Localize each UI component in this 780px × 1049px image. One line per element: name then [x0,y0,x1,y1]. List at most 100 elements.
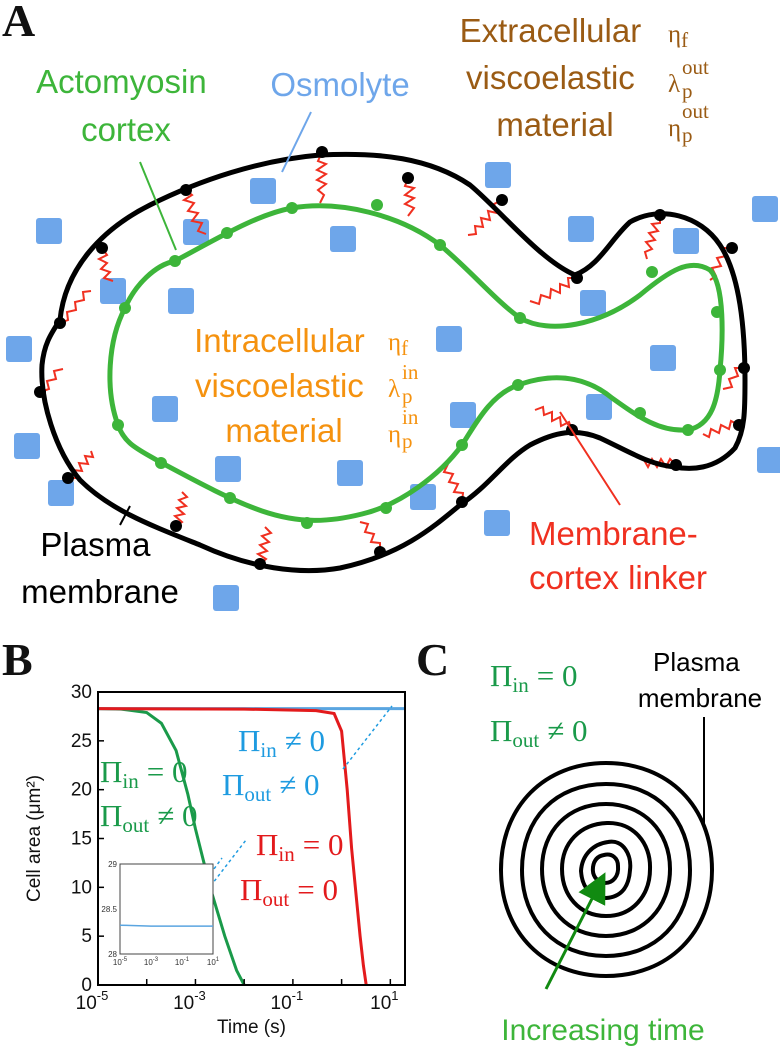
panel-c: C Πin= 0 Πout≠ 0 Plasma membrane Increas… [416,634,762,1047]
b-green-pi-out: Πout≠ 0 [100,798,198,837]
membrane-dot [170,520,182,532]
inset-frame [119,863,214,955]
y-tick-label: 25 [71,731,92,752]
extra-eta-p: ηpout [668,99,709,147]
y-tick-label: 10 [71,877,92,898]
inset-x-tick-label: 10-5 [113,957,128,967]
intracellular-label-line1: Intracellular [194,322,365,359]
membrane-dot [180,184,192,196]
c-plasma-membrane-label: Plasma membrane [638,647,762,713]
c-pi-out-eq: Πout≠ 0 [490,713,588,752]
osmolyte-square [168,288,194,314]
membrane-ring [590,852,621,886]
inset-x-tick-label: 10-1 [175,957,190,967]
extra-eta-f-sub: f [681,28,688,52]
y-tick-label: 5 [81,926,92,947]
linker-label-line2: cortex linker [529,559,707,596]
b-green-pi-out-sub: out [122,813,149,837]
osmolyte-square [48,480,74,506]
linker-spring [467,199,503,236]
x-tick-label: 101 [370,988,398,1014]
actomyosin-label-line2: cortex [81,111,171,148]
c-pi-in-sub: in [512,673,529,697]
osmolyte-square [152,396,178,422]
b-red-pi-out-sub: out [262,887,289,911]
membrane-dot [34,386,46,398]
extracellular-parameters: η f λpout ηpout [668,21,709,147]
extra-lambda-sub: p [682,79,693,103]
intracellular-label-line3: material [225,412,342,449]
concentric-membranes [498,760,715,979]
increasing-time-label: Increasing time [501,1014,704,1047]
x-tick-label: 10-3 [173,988,206,1014]
osmolyte-square [14,433,40,459]
inset-x-tick-exponent: 1 [216,957,220,963]
b-red-pi-in-sub: in [278,842,295,866]
series-line-0 [97,707,246,986]
intracellular-parameters: ηf λpin ηpin [388,329,419,453]
cortex-dot [646,266,658,278]
actomyosin-label-line1: Actomyosin [36,63,207,100]
blue-label-leader [342,705,393,770]
y-axis-title: Cell area (μm²) [24,775,45,902]
intracellular-label: Intracellular viscoelastic material [194,322,374,449]
plasma-membrane-label-line2: membrane [21,573,179,610]
osmolyte-leader [281,111,312,173]
inset-y-tick-label: 28.5 [101,905,117,914]
inset-y-tick-label: 28 [108,950,117,959]
cortex-dot [434,239,446,251]
extra-lambda-symbol: λ [668,71,680,98]
x-tick-exponent: -5 [97,988,109,1003]
b-blue-pi-out-value: ≠ 0 [279,767,319,802]
y-tick-label: 0 [81,975,92,996]
inset-x-tick-exponent: -3 [153,957,159,963]
x-tick-label: 10-5 [76,988,109,1014]
intra-lambda-sub: p [402,384,413,408]
b-blue-pi-in-symbol: Π [238,723,260,758]
x-tick-exponent: -1 [292,988,304,1003]
cortex-dot [169,255,181,267]
intra-lambda-symbol: λ [388,376,400,403]
linker-spring [643,215,661,260]
linker-spring [59,290,92,324]
linker-leader [559,411,621,506]
cortex-dot [221,227,233,239]
extra-eta-p-sup: out [682,99,709,123]
osmolyte-square [436,326,462,352]
c-pi-in-value: = 0 [537,658,578,693]
b-blue-pi-in-value: ≠ 0 [285,723,325,758]
increasing-time-arrow [544,872,606,990]
intra-lambda-sup: in [402,360,419,384]
extracellular-label-line1: Extracellular [460,12,642,49]
cortex-dot [714,364,726,376]
plasma-membrane-label: Plasma membrane [21,526,179,610]
osmolyte-square [586,394,612,420]
extra-eta-p-symbol: η [668,115,681,142]
panel-c-letter: C [416,634,449,685]
inset-series-line-0 [119,924,213,927]
osmolyte-square [213,585,239,611]
cortex-dot [371,199,383,211]
linker-spring [96,247,114,282]
y-tick-label: 30 [71,682,92,703]
b-green-pi-in-symbol: Π [100,754,122,789]
membrane-dot [738,362,750,374]
cortex-dot [119,302,131,314]
linker-spring [702,419,740,439]
membrane-dot [654,209,666,221]
b-red-pi-in-symbol: Π [256,827,278,862]
linker-spring [402,177,417,217]
c-pi-out-value: ≠ 0 [547,713,587,748]
cortex-dot [512,379,524,391]
b-red-pi-out-symbol: Π [240,872,262,907]
b-green-pi-in-sub: in [122,769,139,793]
membrane-dot [726,242,738,254]
cortex-dot [286,202,298,214]
b-blue-pi-in: Πin≠ 0 [238,723,325,762]
c-plasma-membrane-line2: membrane [638,683,762,713]
linker-spring [359,521,381,552]
inset-x-tick-base: 10 [207,958,216,967]
intra-eta-f-sub: f [401,336,408,360]
